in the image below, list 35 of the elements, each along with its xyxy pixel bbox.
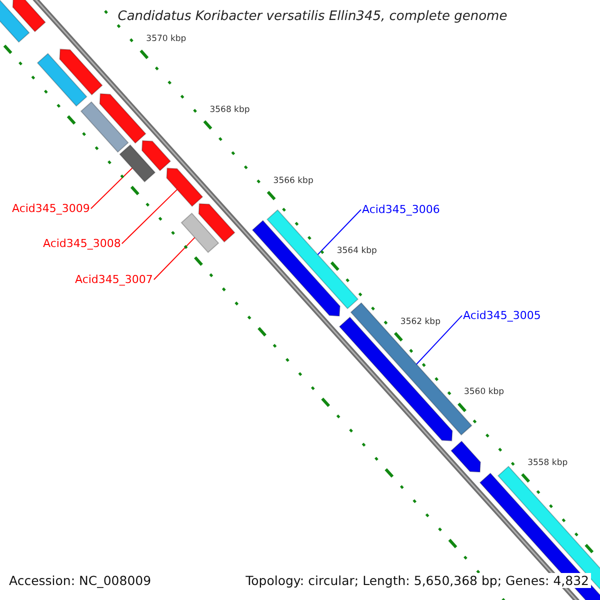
gene-bar xyxy=(198,203,236,243)
gene-label: Acid345_3008 xyxy=(43,237,121,250)
scale-tick-label: 3568 kbp xyxy=(210,104,250,116)
gene-bar xyxy=(166,168,204,207)
gene-bar xyxy=(119,144,156,182)
gene-bar xyxy=(0,0,30,43)
gene-bar xyxy=(36,52,88,107)
gene-label: Acid345_3007 xyxy=(75,273,153,286)
gene-label: Acid345_3009 xyxy=(12,202,90,216)
gene-bar xyxy=(99,93,146,144)
gene-bar xyxy=(180,212,220,254)
gene-bar xyxy=(12,0,46,32)
scale-tick-label: 3562 kbp xyxy=(400,316,440,327)
gene-bar xyxy=(479,472,600,600)
gene-bar xyxy=(142,140,172,172)
scale-tick-label: 3558 kbp xyxy=(528,458,568,468)
scale-tick-label: 3560 kbp xyxy=(464,387,504,398)
leader-line xyxy=(416,315,462,365)
gene-bar xyxy=(266,209,359,310)
leader-line xyxy=(90,168,133,210)
gene-label: Acid345_3005 xyxy=(463,309,541,322)
scale-tick-label: 3566 kbp xyxy=(273,176,314,186)
leader-line xyxy=(121,189,178,244)
gene-bar xyxy=(450,440,481,473)
gene-bar xyxy=(80,101,129,153)
genome-summary-text: Topology: circular; Length: 5,650,368 bp; Genes: 4,832 xyxy=(244,573,591,588)
scale-tick-label: 3564 kbp xyxy=(336,246,377,256)
scale-tick-label: 3570 kbp xyxy=(146,34,186,45)
gene-bar xyxy=(338,316,453,442)
leader-line xyxy=(153,237,196,280)
gene-label: Acid345_3006 xyxy=(362,203,440,216)
accession-text: Accession: NC_008009 xyxy=(9,573,152,588)
diagram-title: Candidatus Koribacter versatilis Ellin345, complete genome xyxy=(116,9,508,25)
gene-bar xyxy=(59,48,103,96)
leader-line xyxy=(317,209,362,256)
